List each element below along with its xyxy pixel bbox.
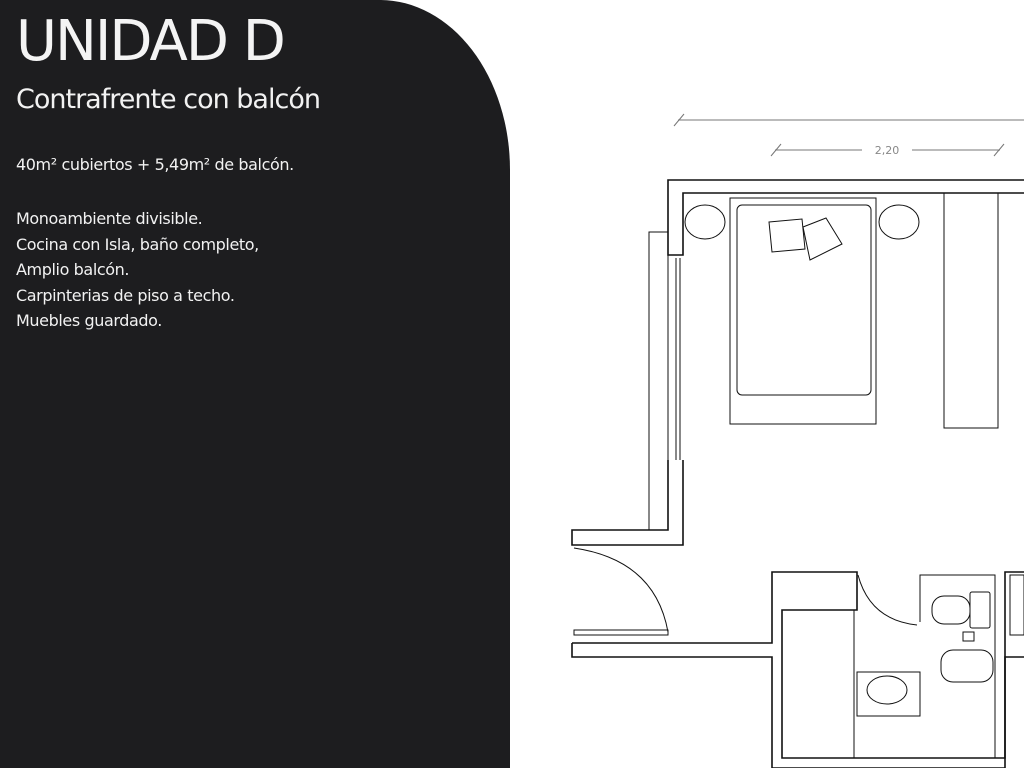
feature-item: Muebles guardado. (16, 311, 162, 330)
balcony-window (648, 231, 669, 531)
floor-drain (962, 631, 975, 642)
wardrobe (943, 192, 999, 429)
unit-subtitle: Contrafrente con balcón (16, 84, 321, 115)
nightstand-left (684, 204, 726, 240)
feature-item: Amplio balcón. (16, 260, 130, 279)
sink (866, 675, 908, 705)
dimension-lines (673, 113, 1024, 157)
dimension-label: 2,20 (875, 144, 900, 157)
feature-item: Carpinterias de piso a techo. (16, 285, 235, 305)
entry-door (573, 547, 669, 636)
feature-list: Monoambiente divisible. Cocina con Isla,… (16, 206, 259, 334)
vanity (856, 671, 921, 717)
walls (571, 179, 1024, 768)
unit-title: UNIDAD D (16, 9, 286, 74)
info-panel: UNIDAD D Contrafrente con balcón 40m² cu… (0, 0, 510, 768)
bed (729, 197, 877, 425)
bathroom-door (857, 574, 918, 626)
feature-item: Monoambiente divisible. (16, 209, 203, 228)
bidet (940, 649, 994, 683)
unit-area: 40m² cubiertos + 5,49m² de balcón. (16, 155, 294, 174)
toilet (931, 591, 991, 629)
nightstand-right (878, 204, 920, 240)
feature-item: Cocina con Isla, baño completo, (16, 234, 259, 254)
